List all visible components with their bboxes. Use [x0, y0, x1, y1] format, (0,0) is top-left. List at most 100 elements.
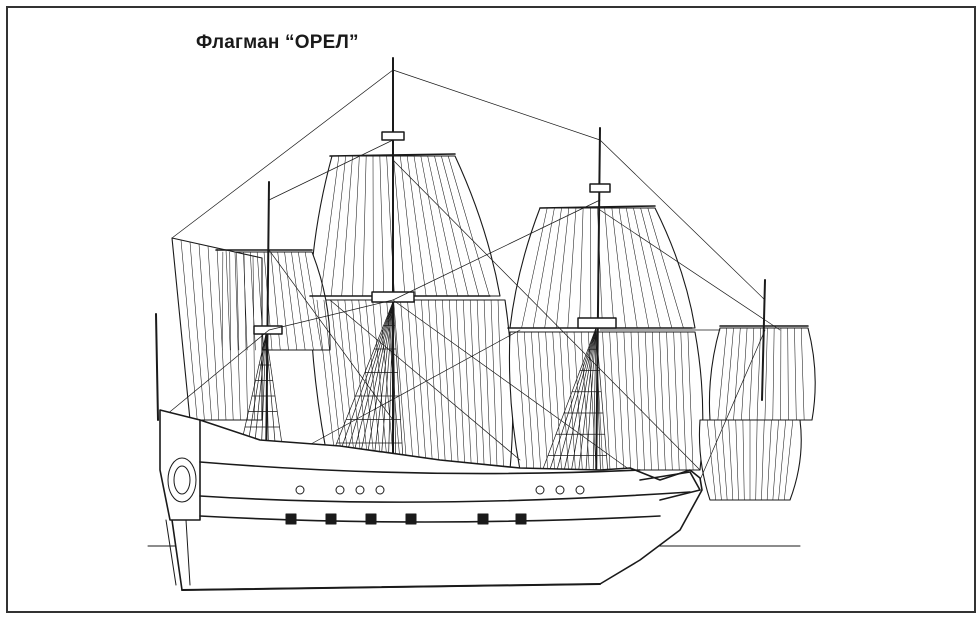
- deadeye: [535, 485, 545, 495]
- sail-seam: [764, 327, 768, 421]
- sail-seam: [644, 331, 652, 471]
- sail-seam: [236, 251, 240, 351]
- sail-seam: [794, 327, 797, 421]
- sail-seam: [772, 327, 775, 421]
- gunport: [405, 513, 417, 525]
- deadeye: [575, 485, 585, 495]
- stern-carving: [165, 457, 197, 586]
- sail-seam: [616, 331, 625, 471]
- sail-seam: [741, 327, 748, 421]
- sail-seam: [316, 299, 337, 471]
- sail-seam: [400, 299, 414, 471]
- sail-seam: [428, 299, 440, 471]
- sail-seam: [413, 155, 437, 297]
- sail-seam: [229, 251, 231, 351]
- hull-wale: [199, 491, 691, 503]
- sail-seam: [393, 299, 408, 471]
- sail-seam: [216, 247, 227, 421]
- sail-seam: [714, 419, 722, 501]
- sail-seam: [633, 207, 661, 329]
- sail-seam: [787, 327, 789, 421]
- fore-crosstree: [589, 183, 611, 193]
- bow-beak: [639, 471, 701, 501]
- figure-title: Флагман “ОРЕЛ”: [196, 32, 359, 53]
- sail-seam: [673, 331, 680, 471]
- sail-seam: [761, 419, 765, 501]
- sail-seam: [772, 419, 779, 501]
- keel-line: [181, 583, 601, 591]
- sail-seam: [441, 155, 480, 297]
- sail-seam: [611, 207, 626, 329]
- gunport: [325, 513, 337, 525]
- yard: [329, 153, 456, 157]
- deadeye: [375, 485, 385, 495]
- sail-seam: [604, 207, 615, 329]
- deadeye: [555, 485, 565, 495]
- sail-seam: [545, 331, 555, 471]
- sail-seam: [567, 207, 577, 329]
- sail-seam: [393, 155, 406, 297]
- rigging-line: [159, 329, 270, 421]
- sail: [509, 207, 696, 329]
- sail-seam: [435, 299, 446, 471]
- sail-seam: [189, 241, 205, 421]
- sail-seam: [756, 327, 761, 421]
- sail-seam: [735, 419, 739, 501]
- rigging-line: [171, 69, 394, 239]
- sail-seam: [687, 331, 694, 471]
- sail-seam: [555, 207, 570, 329]
- main-crosstree: [381, 131, 405, 141]
- rigging-line: [268, 299, 394, 331]
- rigging-line: [392, 159, 701, 471]
- sail-seam: [337, 299, 356, 471]
- sail-seam: [277, 251, 289, 351]
- sail-seam: [728, 419, 734, 501]
- sail-seam: [358, 299, 376, 471]
- sail-seam: [640, 207, 673, 329]
- sail-seam: [659, 331, 666, 471]
- sail-seam: [284, 251, 298, 351]
- gunport: [365, 513, 377, 525]
- sail-seam: [291, 251, 306, 351]
- gunport: [515, 513, 527, 525]
- deadeye: [335, 485, 345, 495]
- sails-group: [171, 155, 816, 501]
- sail-seam: [407, 299, 421, 471]
- rigging-line: [699, 329, 766, 481]
- sail-seam: [447, 155, 490, 297]
- sail-seam: [623, 331, 632, 471]
- sail-seam: [372, 299, 389, 471]
- sail-seam: [320, 155, 340, 297]
- sail-seam: [469, 299, 479, 471]
- rigging-line: [329, 299, 521, 461]
- rigging-line: [268, 249, 394, 421]
- sail-seam: [587, 331, 597, 471]
- rigging-line: [599, 209, 781, 331]
- sail-seam: [180, 239, 198, 421]
- sail-seam: [304, 251, 322, 351]
- sail-seam: [207, 245, 220, 421]
- rigging-line: [392, 69, 601, 141]
- sail-seam: [406, 155, 427, 297]
- sail-seam: [483, 299, 491, 471]
- mizzen-top: [253, 325, 283, 335]
- sail-seam: [442, 299, 453, 471]
- sail-seam: [455, 299, 466, 471]
- sail-seam: [706, 419, 716, 501]
- sail-seam: [532, 207, 555, 329]
- sail: [698, 419, 802, 501]
- sail-seam: [243, 253, 248, 421]
- sail-seam: [590, 207, 592, 329]
- sail-seam: [362, 155, 367, 297]
- sail-seam: [449, 299, 459, 471]
- sail-seam: [497, 299, 504, 471]
- sail-seam: [647, 207, 684, 329]
- sail-seam: [400, 155, 416, 297]
- sail-seam: [414, 299, 427, 471]
- sail-seam: [680, 331, 687, 471]
- sail-seam: [721, 419, 728, 501]
- sail-seam: [544, 207, 562, 329]
- sail-seam: [330, 155, 346, 297]
- sail-seam: [420, 155, 448, 297]
